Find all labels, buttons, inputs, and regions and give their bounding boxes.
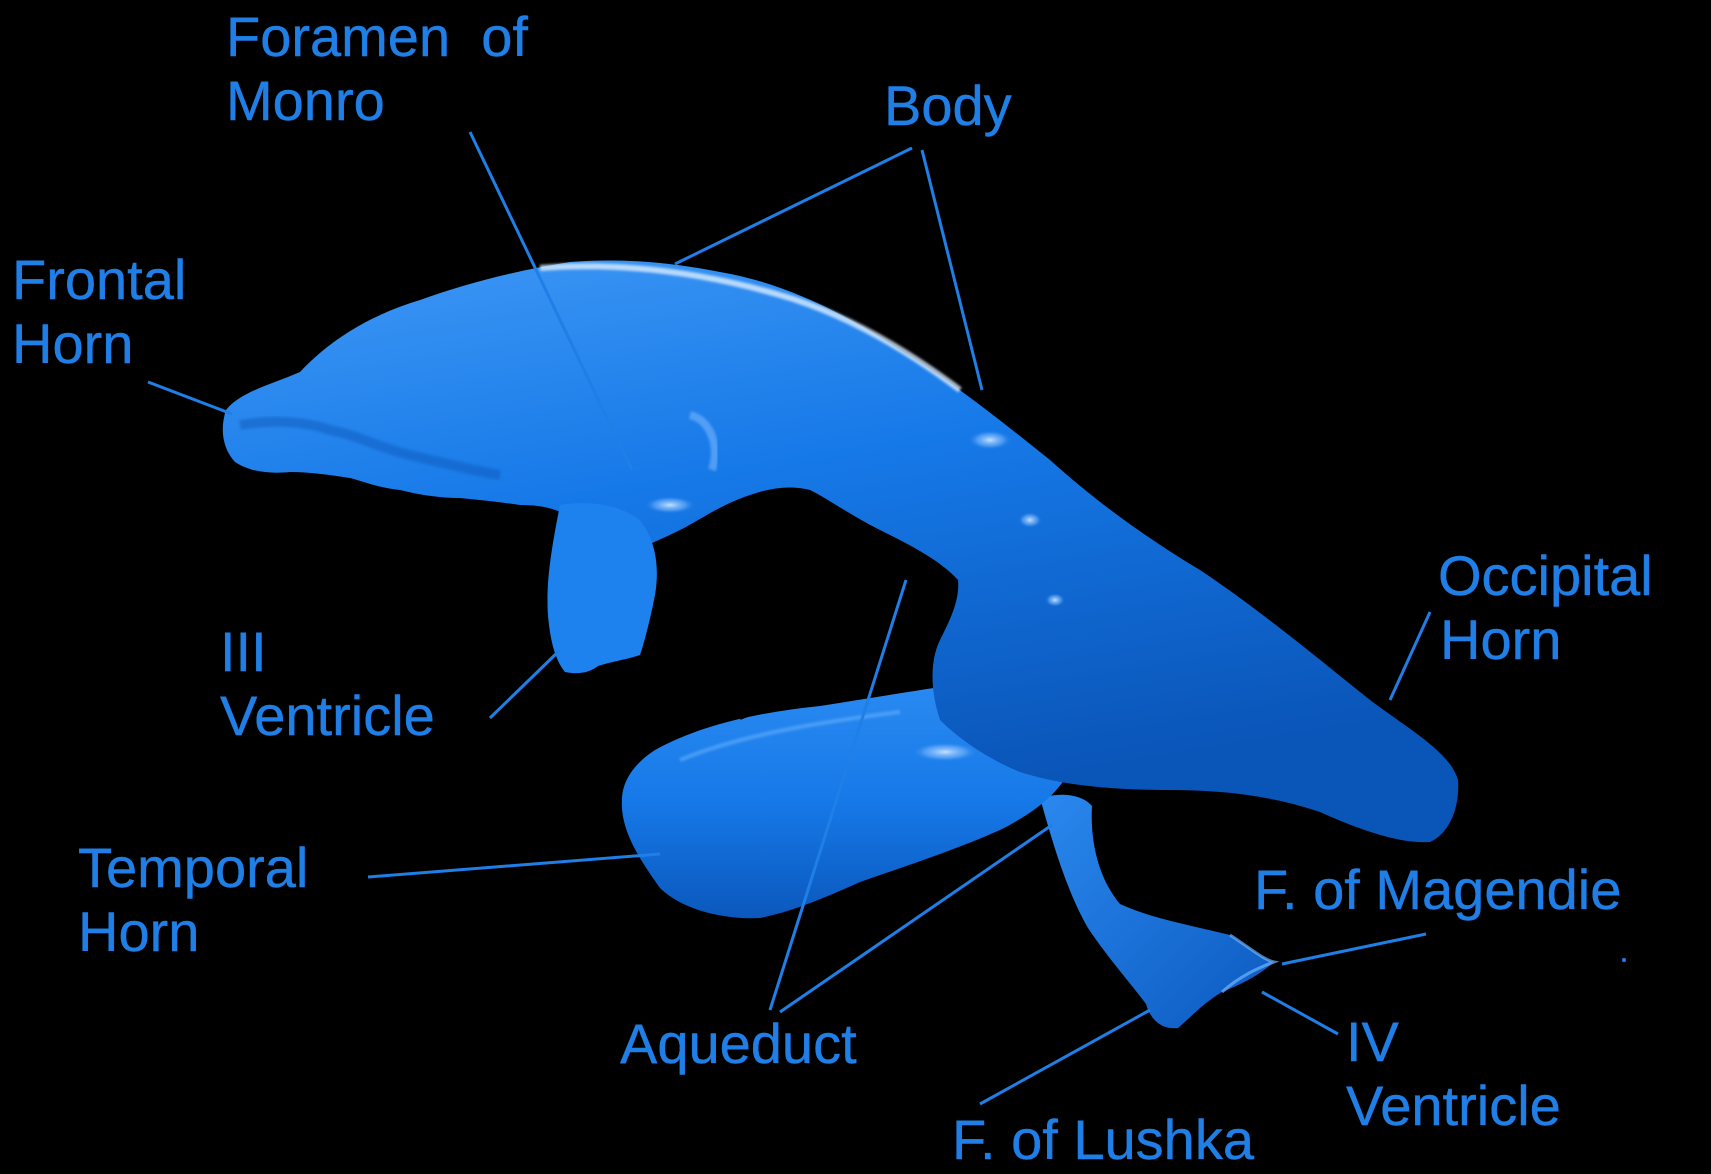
temporal-glow xyxy=(911,742,979,762)
label-third-line-2: Ventricle xyxy=(220,684,435,748)
label-fourth-line-1: IV xyxy=(1346,1010,1561,1074)
body-glow-3 xyxy=(1045,593,1065,607)
leader-f-of-magendie xyxy=(1282,934,1426,964)
label-third-ventricle: III Ventricle xyxy=(220,620,435,748)
label-frontal-horn: Frontal Horn xyxy=(12,248,186,376)
label-f-of-lushka: F. of Lushka xyxy=(952,1108,1254,1172)
fourth-ventricle-shape xyxy=(1040,795,1274,1028)
leader-f-of-lushka xyxy=(980,1010,1150,1104)
label-third-line-1: III xyxy=(220,620,435,684)
label-frontal-line-2: Horn xyxy=(12,312,186,376)
label-fourth-ventricle: IV Ventricle xyxy=(1346,1010,1561,1138)
leader-fourth-ventricle xyxy=(1262,992,1338,1034)
leader-frontal-horn xyxy=(148,382,232,414)
label-f-of-magendie: F. of Magendie xyxy=(1254,858,1621,922)
label-frontal-line-1: Frontal xyxy=(12,248,186,312)
label-occipital-horn: Occipital Horn xyxy=(1438,544,1653,672)
leader-body-left xyxy=(675,148,912,264)
label-fourth-line-2: Ventricle xyxy=(1346,1074,1561,1138)
arch-inner-gap xyxy=(740,516,938,720)
third-glow xyxy=(644,496,696,514)
leader-temporal-horn xyxy=(368,854,660,877)
label-body: Body xyxy=(884,74,1012,138)
label-occipital-line-2: Horn xyxy=(1438,608,1653,672)
label-foramen-of-monro: Foramen of Monro xyxy=(226,5,528,133)
label-temporal-line-1: Temporal xyxy=(78,836,308,900)
third-ventricle-shape xyxy=(548,503,657,673)
stray-dot xyxy=(1622,958,1626,962)
leader-third-ventricle xyxy=(490,650,560,718)
label-aqueduct: Aqueduct xyxy=(620,1012,857,1076)
label-temporal-line-2: Horn xyxy=(78,900,308,964)
body-glow-2 xyxy=(1018,512,1042,528)
label-foramen-line-1: Foramen of xyxy=(226,5,528,69)
leader-body-right xyxy=(922,150,982,390)
label-occipital-line-1: Occipital xyxy=(1438,544,1653,608)
body-glow-1 xyxy=(968,430,1012,450)
label-foramen-line-2: Monro xyxy=(226,69,528,133)
label-temporal-horn: Temporal Horn xyxy=(78,836,308,964)
leader-occipital-horn xyxy=(1390,612,1430,700)
